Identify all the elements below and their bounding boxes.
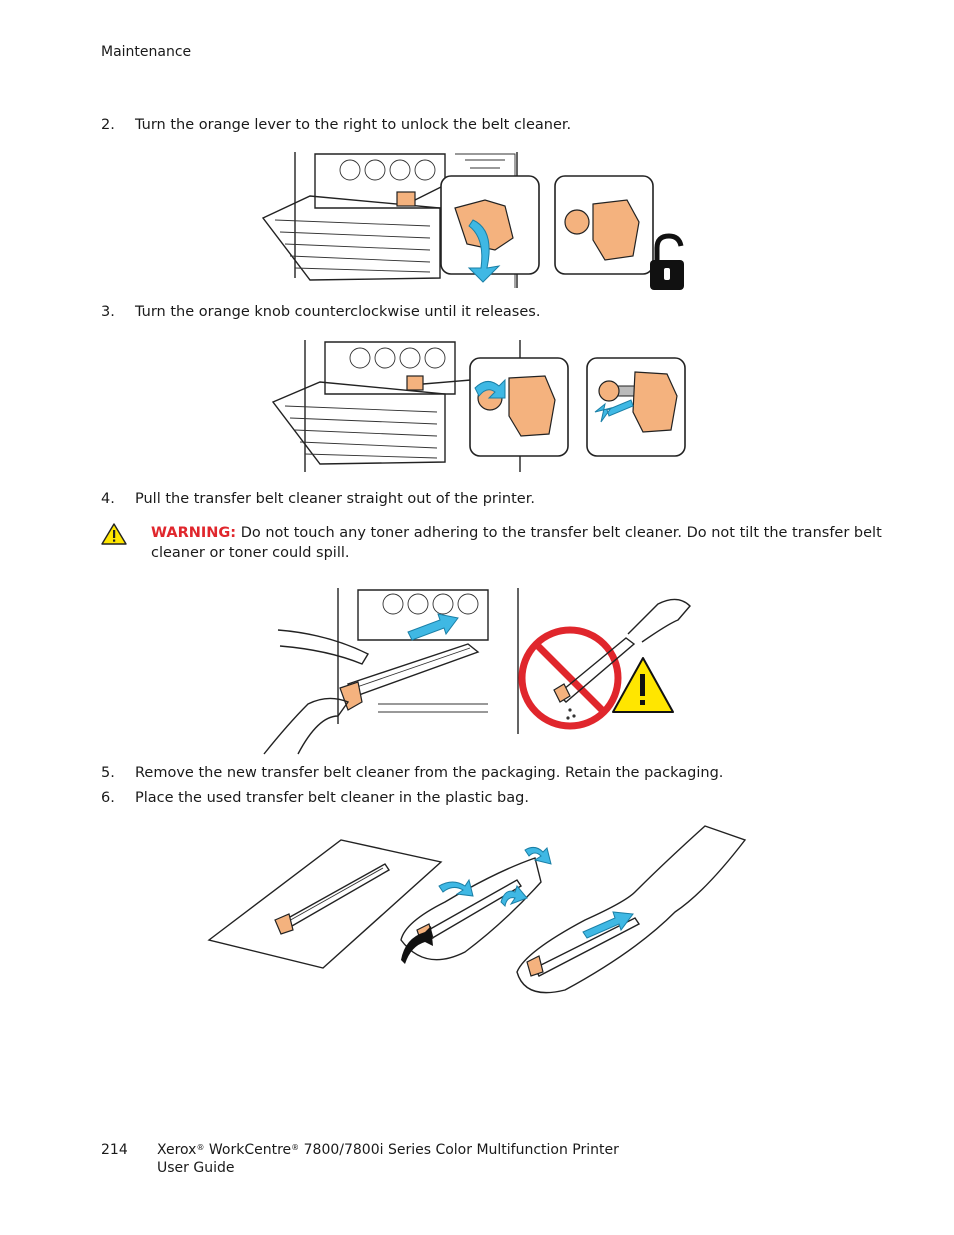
warning-icon	[101, 523, 127, 545]
guide-name: User Guide	[157, 1160, 235, 1176]
illustration-pull-cleaner	[263, 588, 691, 755]
illustration-unlock-lever	[261, 152, 684, 290]
running-header: Maintenance	[101, 44, 192, 60]
step-text: Remove the new transfer belt cleaner fro…	[135, 765, 724, 781]
product-name: WorkCentre	[208, 1142, 292, 1158]
step-2: 2. Turn the orange lever to the right to …	[101, 117, 571, 133]
step-4: 4. Pull the transfer belt cleaner straigh…	[101, 491, 535, 507]
illustration-bag-cleaner	[207, 825, 747, 994]
step-6: 6. Place the used transfer belt cleaner i…	[101, 790, 529, 806]
warning-text: WARNING: Do not touch any toner adhering…	[151, 523, 886, 563]
brand-name: Xerox	[157, 1142, 197, 1158]
step-3: 3. Turn the orange knob counterclockwise …	[101, 304, 540, 320]
model-name: 7800/7800i Series Color Multifunction Pr…	[303, 1142, 619, 1158]
step-number: 5.	[101, 765, 115, 781]
step-number: 2.	[101, 117, 115, 133]
step-number: 3.	[101, 304, 115, 320]
step-number: 4.	[101, 491, 115, 507]
document-title: Xerox® WorkCentre® 7800/7800i Series Col…	[157, 1142, 619, 1176]
illustration-turn-knob	[271, 340, 686, 472]
warning-label: WARNING:	[151, 525, 237, 541]
warning-body: Do not touch any toner adhering to the t…	[151, 525, 882, 561]
step-5: 5. Remove the new transfer belt cleaner f…	[101, 765, 723, 781]
step-text: Turn the orange lever to the right to un…	[135, 117, 572, 133]
step-text: Turn the orange knob counterclockwise un…	[135, 304, 541, 320]
step-text: Place the used transfer belt cleaner in …	[135, 790, 529, 806]
step-text: Pull the transfer belt cleaner straight …	[135, 491, 535, 507]
step-number: 6.	[101, 790, 115, 806]
page-number: 214	[101, 1142, 128, 1158]
